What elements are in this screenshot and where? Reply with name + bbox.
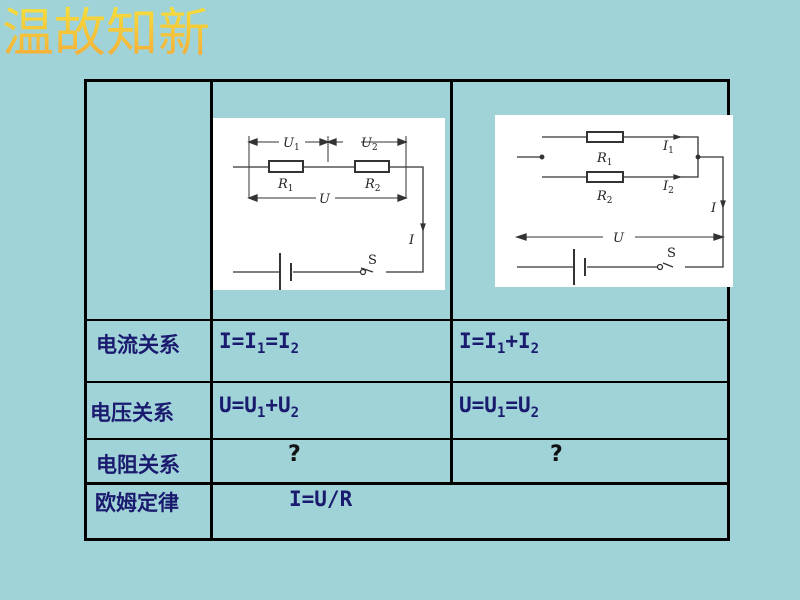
table-border-left xyxy=(84,79,87,541)
table-border-top xyxy=(85,79,730,82)
row-label-current: 电流关系 xyxy=(96,333,180,357)
series-current-formula: I=I1=I2 xyxy=(219,329,300,358)
label-s: S xyxy=(667,246,676,261)
slide-title: 温故知新 xyxy=(2,4,211,64)
parallel-voltage-formula: U=U1=U2 xyxy=(459,393,540,422)
label-r1: R1 xyxy=(596,151,613,168)
table-row-divider xyxy=(85,381,730,383)
label-i: I xyxy=(710,201,717,216)
series-voltage-formula: U=U1+U2 xyxy=(219,393,300,422)
label-i1: I1 xyxy=(662,139,674,156)
table-border-right xyxy=(727,79,730,541)
label-u1: U1 xyxy=(283,136,300,153)
table-border-bottom xyxy=(85,538,730,541)
label-r1: R1 xyxy=(277,177,294,194)
table-col-divider xyxy=(210,79,213,541)
label-i2: I2 xyxy=(662,179,674,196)
label-r2: R2 xyxy=(364,177,381,194)
row-label-ohm: 欧姆定律 xyxy=(95,491,179,515)
parallel-current-formula: I=I1+I2 xyxy=(459,329,540,358)
table-col-divider xyxy=(450,79,453,483)
label-i: I xyxy=(408,233,415,248)
ohm-law-formula: I=U/R xyxy=(289,487,353,511)
series-resistance-unknown: ? xyxy=(288,442,301,467)
label-u2: U2 xyxy=(361,136,378,153)
table-row-divider xyxy=(85,438,730,440)
table-row-divider xyxy=(85,319,730,321)
label-s: S xyxy=(368,253,377,268)
series-circuit-diagram: U1 U2 R1 R2 U I S xyxy=(213,118,445,290)
label-r2: R2 xyxy=(596,189,613,206)
parallel-circuit-diagram: R1 I1 R2 I2 I U S xyxy=(495,115,733,287)
row-label-voltage: 电压关系 xyxy=(90,401,174,425)
table-row-divider xyxy=(85,482,730,485)
row-label-resistance: 电阻关系 xyxy=(96,453,180,477)
label-u: U xyxy=(613,231,625,246)
parallel-resistance-unknown: ? xyxy=(550,442,563,467)
label-u: U xyxy=(319,192,331,207)
